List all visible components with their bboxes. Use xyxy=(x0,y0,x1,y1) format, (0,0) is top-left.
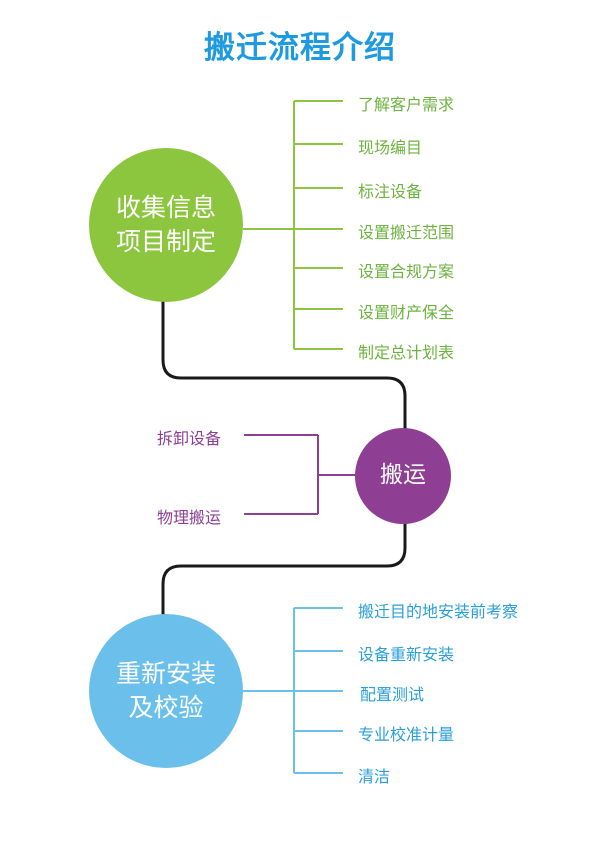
stage-collect-info-circle: 收集信息 项目制定 xyxy=(89,148,243,302)
stage-collect-label-line2: 项目制定 xyxy=(115,227,216,256)
stage-reinstall-item: 配置测试 xyxy=(360,685,425,704)
stage-reinstall-circle: 重新安装 及校验 xyxy=(89,614,243,768)
stage-reinstall-label-line1: 重新安装 xyxy=(115,659,216,689)
stage-collect-item: 现场编目 xyxy=(358,138,423,157)
stage3-bracket xyxy=(243,607,343,774)
stage-collect-item: 设置搬迁范围 xyxy=(358,223,455,242)
stage-reinstall-item: 设备重新安装 xyxy=(358,645,455,664)
stage-reinstall-item: 清洁 xyxy=(358,767,391,786)
stage-move-circle: 搬运 xyxy=(355,428,451,524)
stage-collect-item: 标注设备 xyxy=(358,182,423,201)
stage1-bracket xyxy=(243,100,343,350)
stage-reinstall-item: 专业校准计量 xyxy=(358,725,455,744)
stage1-to-stage2-connector xyxy=(161,300,407,432)
page-title: 搬迁流程介绍 xyxy=(204,30,396,66)
stage-move-item: 拆卸设备 xyxy=(157,429,222,448)
stage-collect-item: 设置合规方案 xyxy=(358,262,455,281)
stage-reinstall-label-line2: 及校验 xyxy=(128,693,204,722)
stage-reinstall-item: 搬迁目的地安装前考察 xyxy=(358,602,519,621)
stage-move-item: 物理搬运 xyxy=(157,508,222,527)
stage-collect-item: 设置财产保全 xyxy=(358,303,455,322)
stage-collect-item: 了解客户需求 xyxy=(358,95,455,114)
stage2-bracket xyxy=(244,434,356,515)
stage2-to-stage3-connector xyxy=(161,520,407,618)
stage-collect-item: 制定总计划表 xyxy=(358,343,455,362)
stage-collect-label-line1: 收集信息 xyxy=(115,193,216,223)
stage-move-label: 搬运 xyxy=(380,462,426,489)
